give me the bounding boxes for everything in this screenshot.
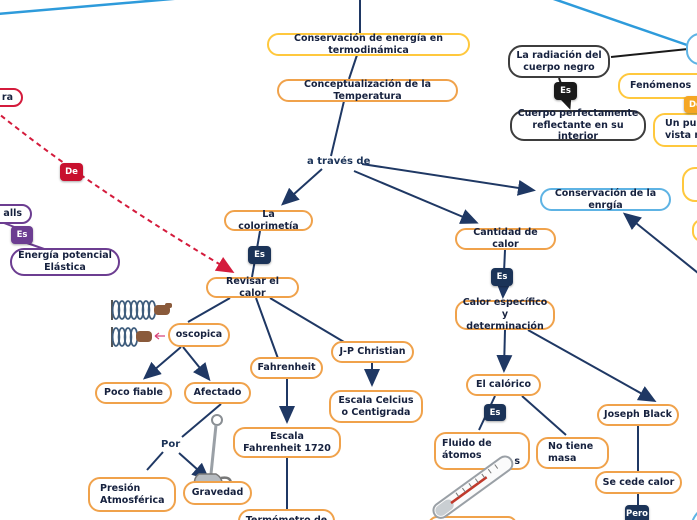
node-escala-fahrenheit-1720[interactable]: Escala Fahrenheit 1720 bbox=[233, 427, 341, 458]
link-label-es-radiacion[interactable]: Es bbox=[554, 82, 577, 100]
node-oscopica[interactable]: oscopica bbox=[168, 323, 230, 347]
link-label-es-calorico[interactable]: Es bbox=[484, 404, 506, 421]
node-calor-especifico[interactable]: Calor específico y determinación bbox=[455, 297, 555, 332]
node-cantidad-calor[interactable]: Cantidad de calor bbox=[455, 227, 556, 250]
node-conceptualizacion-temperatura[interactable]: Conceptualización de la Temperatura bbox=[277, 79, 458, 102]
link-label-pero[interactable]: Pero bbox=[625, 505, 649, 520]
link-label-es-colorimetia[interactable]: Es bbox=[248, 246, 271, 264]
link-label-de-right[interactable]: De bbox=[684, 96, 697, 113]
fluido-fragment: s bbox=[514, 456, 520, 467]
node-energia-potencial-elastica[interactable]: Energía potencial Elástica bbox=[10, 248, 120, 276]
node-no-tiene-masa[interactable]: No tiene masa bbox=[536, 437, 609, 469]
node-joseph-black[interactable]: Joseph Black bbox=[597, 404, 679, 426]
node-afectado[interactable]: Afectado bbox=[184, 382, 251, 404]
partial-node-right-1[interactable] bbox=[682, 167, 697, 202]
link-label-a-traves-de[interactable]: a través de bbox=[307, 156, 371, 167]
node-presion-atmosferica[interactable]: Presión Atmosférica bbox=[88, 477, 176, 512]
node-un-punto-de-vista[interactable]: Un punt vista m bbox=[653, 113, 697, 147]
thermometer-image[interactable] bbox=[418, 447, 530, 520]
link-label-de-revisar[interactable]: De bbox=[60, 163, 83, 181]
node-fahrenheit[interactable]: Fahrenheit bbox=[250, 357, 323, 379]
node-cuerpo-reflectante[interactable]: Cuerpo perfectamente reflectante en su i… bbox=[510, 108, 646, 142]
node-escala-celcius[interactable]: Escala Celcius o Centigrada bbox=[329, 390, 423, 423]
node-gravedad[interactable]: Gravedad bbox=[183, 481, 252, 505]
link-label-es-elastica[interactable]: Es bbox=[11, 226, 33, 244]
node-colorimetia[interactable]: La colorimetía bbox=[224, 209, 313, 232]
node-fragment-alls[interactable]: alls bbox=[0, 204, 32, 224]
node-fragment-ra[interactable]: ra bbox=[0, 88, 23, 107]
link-label-es-cantidad[interactable]: Es bbox=[491, 268, 513, 286]
node-poco-fiable[interactable]: Poco fiable bbox=[95, 382, 172, 404]
node-conservacion-termodinamica[interactable]: Conservación de energía en termodinámica bbox=[267, 33, 470, 56]
node-revisar-calor[interactable]: Revisar el calor bbox=[206, 276, 299, 299]
node-fenomenos[interactable]: Fenómenos bbox=[618, 73, 697, 99]
node-fluido-atomos[interactable]: Fluido de átomos s bbox=[434, 432, 530, 470]
node-el-calorico[interactable]: El calórico bbox=[466, 374, 541, 396]
node-termometro-de[interactable]: Termómetro de bbox=[238, 509, 335, 520]
springs-image[interactable] bbox=[107, 297, 173, 349]
link-label-por[interactable]: Por bbox=[161, 439, 181, 450]
node-jp-christian[interactable]: J-P Christian bbox=[331, 341, 414, 363]
node-radiacion-cuerpo-negro[interactable]: La radiación del cuerpo negro bbox=[508, 45, 610, 78]
node-conservacion-energia[interactable]: Conservación de la enrgía bbox=[540, 188, 671, 211]
node-se-cede-calor[interactable]: Se cede calor bbox=[595, 471, 682, 494]
